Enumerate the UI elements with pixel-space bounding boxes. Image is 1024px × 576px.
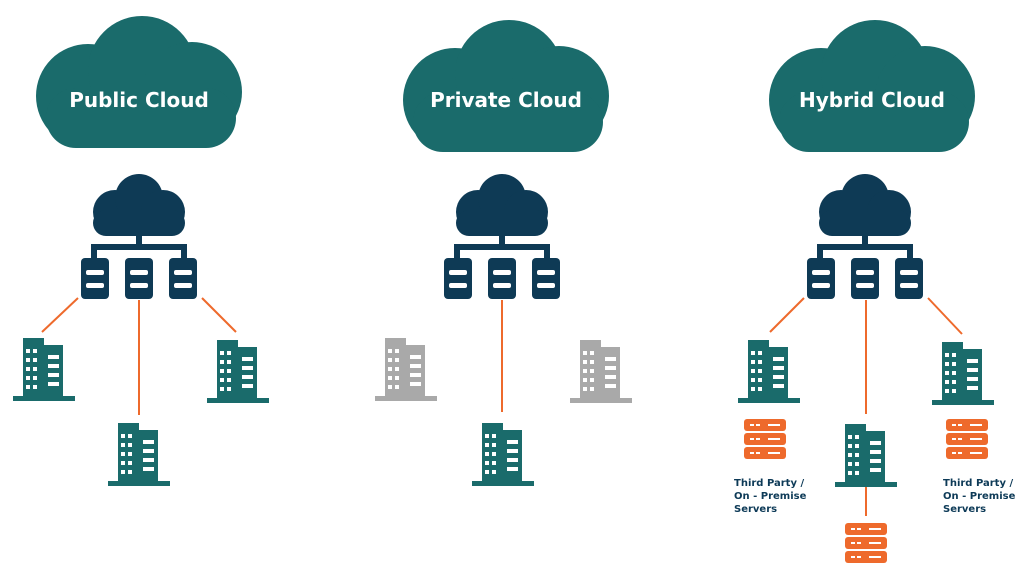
connector-lines [41, 297, 237, 415]
private-cloud-title: Private Cloud [430, 88, 582, 112]
server-note-line: On - Premise [734, 491, 807, 502]
server-stack-icon [946, 419, 988, 459]
building-icon [738, 340, 800, 403]
connector-line [769, 297, 805, 333]
cloud-icon [769, 20, 975, 152]
private-cloud-panel: Private Cloud [375, 20, 632, 486]
connector-line [41, 297, 79, 333]
cloud-network-icon [81, 174, 197, 299]
building-icon [375, 338, 437, 401]
building-icon [207, 340, 269, 403]
building-icon [932, 342, 994, 405]
server-note-line: Servers [943, 504, 986, 515]
cloud-icon [36, 16, 242, 148]
public-cloud-panel: Public Cloud [13, 16, 269, 486]
cloud-icon [403, 20, 609, 152]
hybrid-cloud-title: Hybrid Cloud [799, 88, 945, 112]
building-icon [13, 338, 75, 401]
server-stack-icon [845, 523, 887, 563]
server-note-right: Third Party / On - Premise Servers [943, 478, 1019, 515]
server-note-line: On - Premise [943, 491, 1016, 502]
cloud-network-icon [807, 174, 923, 299]
building-icon [570, 340, 632, 403]
server-note-line: Third Party / [734, 478, 804, 489]
public-cloud-title: Public Cloud [69, 88, 209, 112]
hybrid-cloud-panel: Hybrid Cloud Third Party / On - Premise … [734, 20, 1019, 563]
cloud-network-icon [444, 174, 560, 299]
server-note-left: Third Party / On - Premise Servers [734, 478, 810, 515]
building-icon [108, 423, 170, 486]
server-note-line: Servers [734, 504, 777, 515]
server-note-line: Third Party / [943, 478, 1013, 489]
building-icon [835, 424, 897, 487]
server-stack-icon [744, 419, 786, 459]
building-icon [472, 423, 534, 486]
connector-lines [769, 297, 963, 516]
connector-line [201, 297, 237, 333]
connector-line [927, 297, 963, 335]
